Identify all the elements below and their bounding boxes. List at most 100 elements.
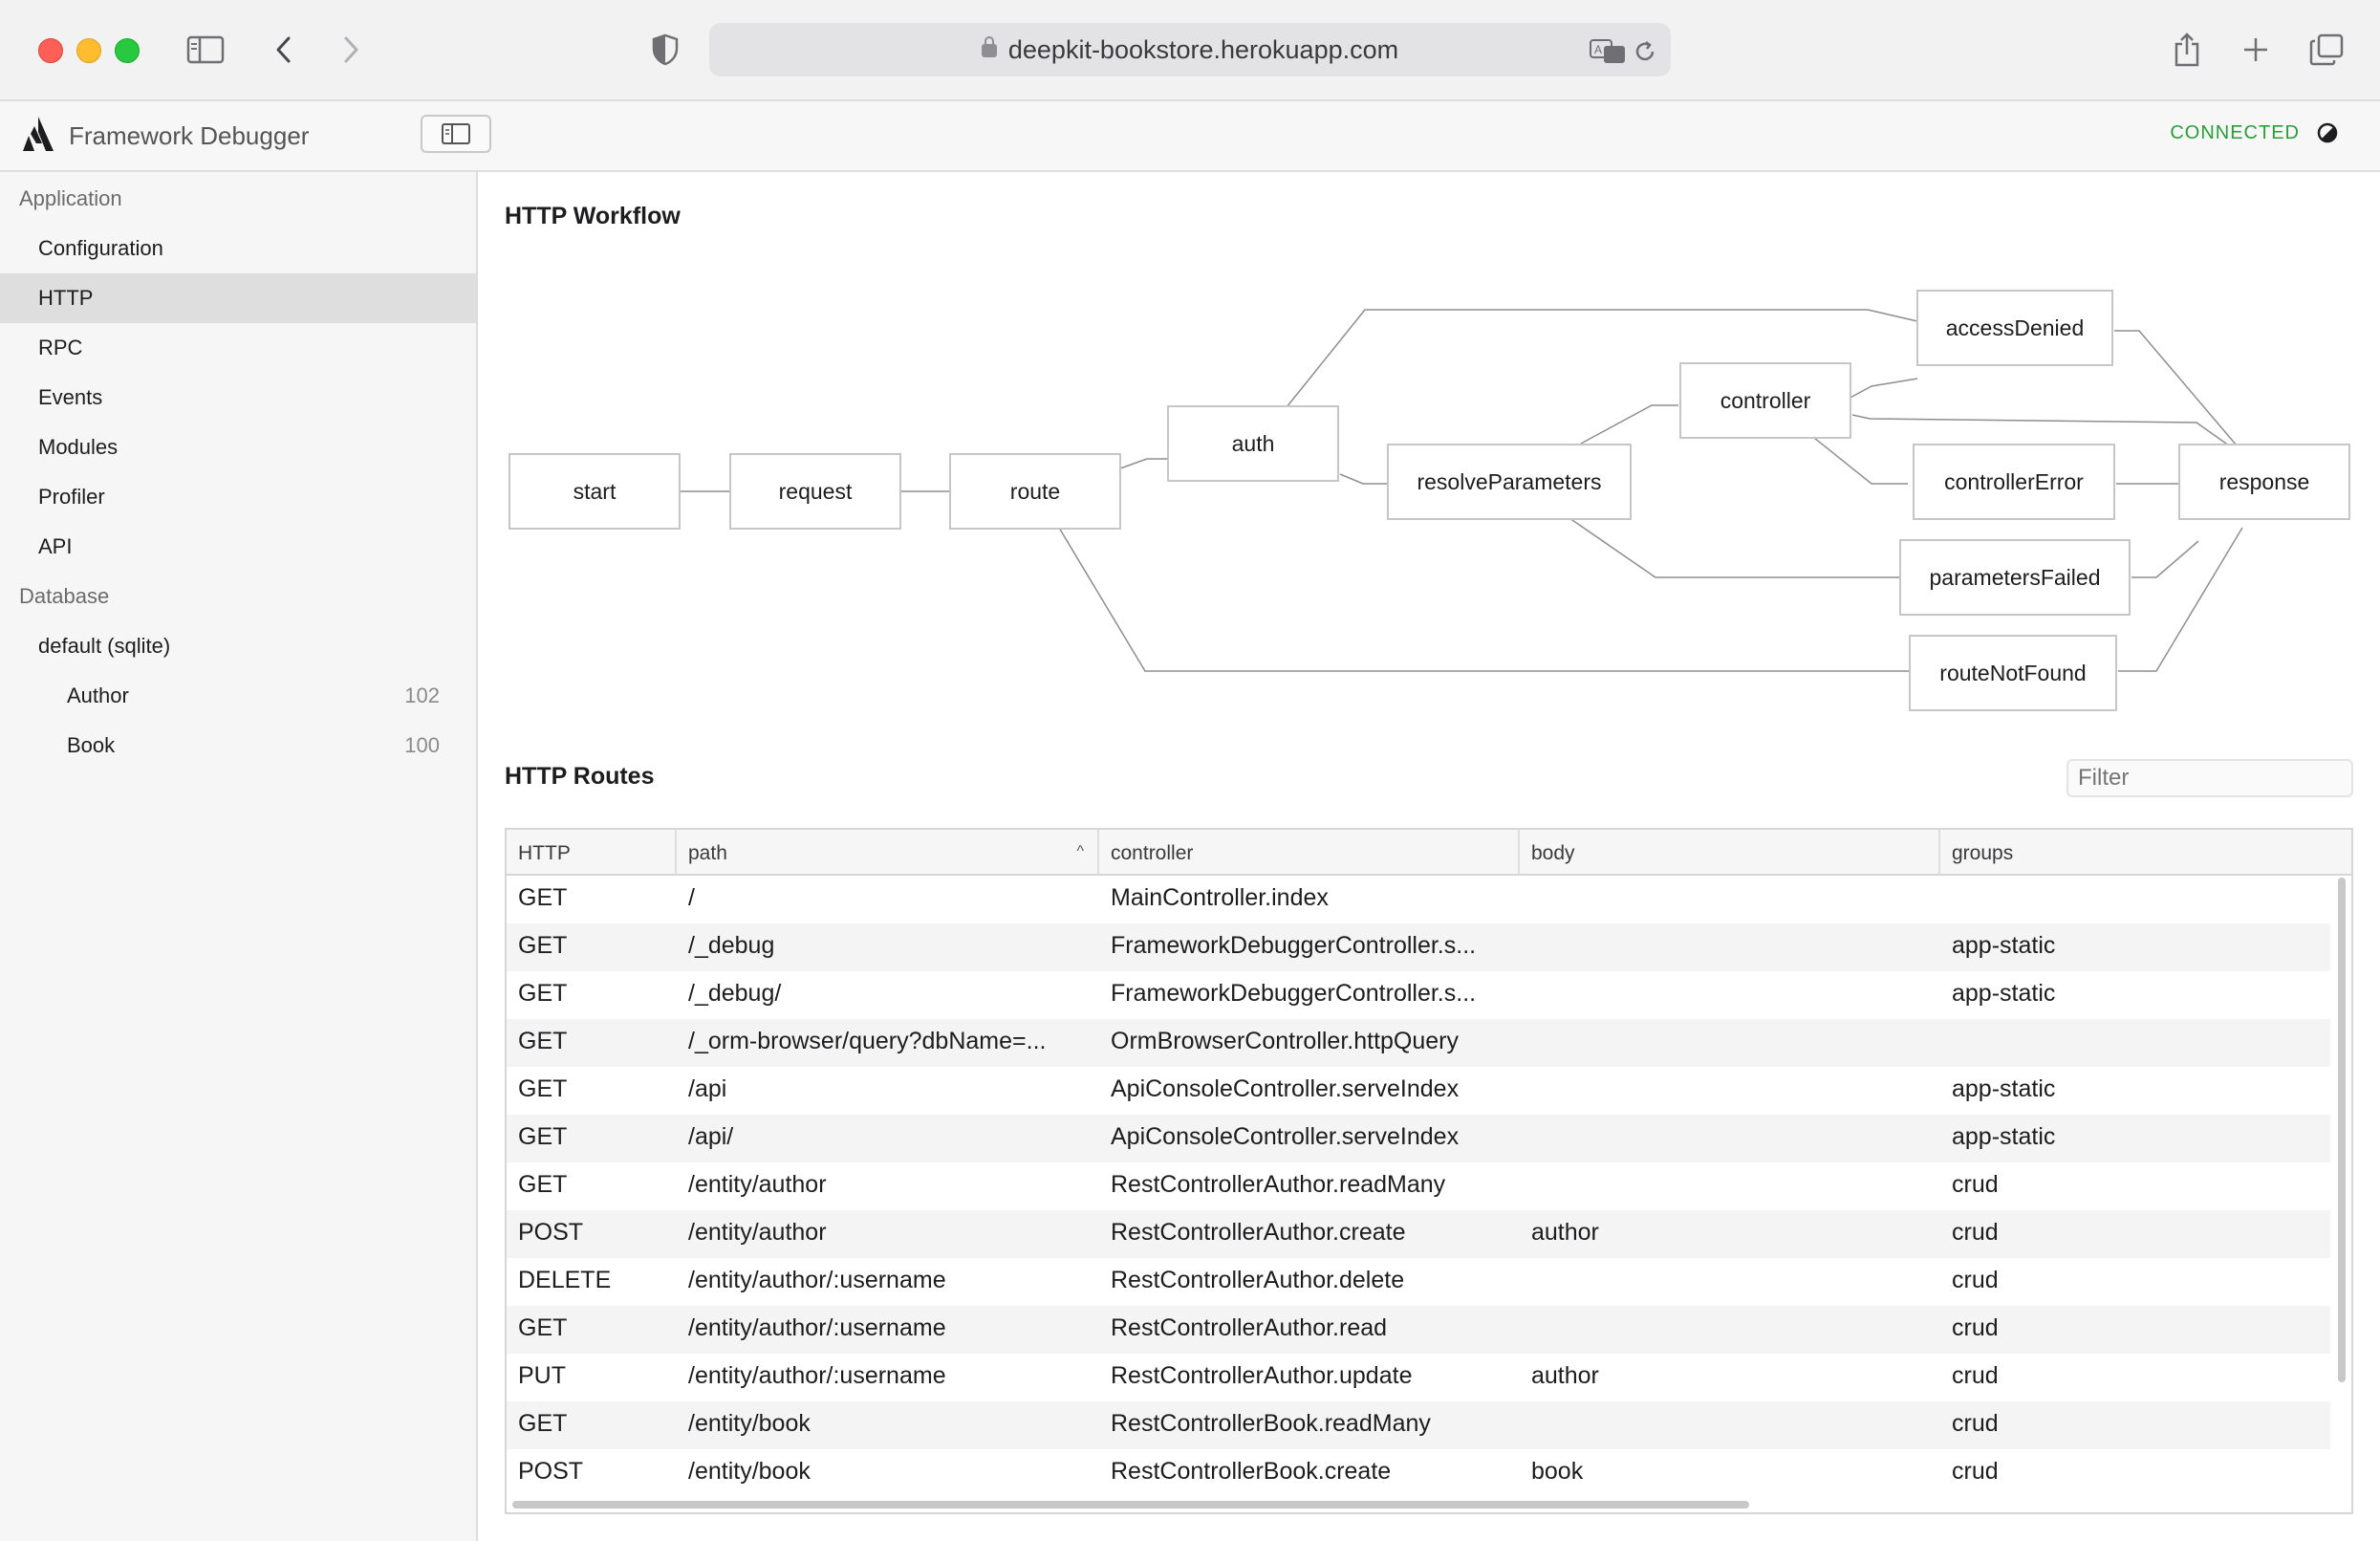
workflow-label-controller: controller	[1720, 388, 1811, 413]
table-cell-http: GET	[518, 1123, 568, 1150]
table-cell-body	[1520, 1306, 1940, 1354]
table-cell-controller: FrameworkDebuggerController.s...	[1111, 932, 1477, 959]
reload-icon[interactable]	[1631, 27, 1659, 76]
tabs-overview-icon[interactable]	[2307, 25, 2346, 75]
table-cell-groups: crud	[1952, 1314, 1999, 1341]
workflow-title: HTTP Workflow	[505, 203, 681, 229]
workflow-node-resolveParameters	[1387, 444, 1632, 520]
close-window-button[interactable]	[38, 38, 63, 63]
workflow-label-auth: auth	[1232, 431, 1275, 456]
workflow-node-controller	[1679, 362, 1851, 439]
sidebar-item-api[interactable]: API	[38, 534, 73, 558]
address-bar[interactable]: deepkit-bookstore.herokuapp.com A	[709, 23, 1671, 76]
share-icon[interactable]	[2170, 25, 2204, 75]
routes-table-header: HTTP path^ controller body groups	[507, 830, 2351, 876]
table-cell-body: author	[1531, 1219, 1599, 1246]
http-workflow-diagram: start request route auth resolveParamete…	[508, 290, 2350, 711]
table-row[interactable]: PUT/entity/author/:username RestControlle…	[507, 1354, 2330, 1401]
sidebar-group-database: Database	[19, 584, 110, 608]
table-cell-http: GET	[518, 1028, 568, 1054]
table-cell-controller: RestControllerAuthor.delete	[1111, 1267, 1405, 1293]
table-cell-body	[1520, 1019, 1940, 1067]
column-header-controller[interactable]: controller	[1099, 830, 1520, 874]
workflow-edges	[681, 309, 2243, 672]
table-cell-controller: RestControllerAuthor.create	[1111, 1219, 1406, 1246]
back-icon[interactable]	[270, 25, 298, 75]
table-cell-controller: MainController.index	[1111, 884, 1329, 911]
table-row[interactable]: GET/_orm-browser/query?dbName=...OrmBrow…	[507, 1019, 2330, 1067]
workflow-node-controllerError	[1913, 444, 2115, 520]
horizontal-scrollbar[interactable]	[512, 1501, 1749, 1508]
table-cell-path: /entity/author/:username	[688, 1362, 946, 1389]
table-cell-body: book	[1531, 1458, 1584, 1485]
shield-icon[interactable]	[648, 25, 682, 75]
table-cell-http: POST	[518, 1458, 584, 1485]
table-row[interactable]: GET/MainController.index	[507, 876, 2330, 923]
table-cell-body	[1520, 1067, 1940, 1115]
table-cell-path: /_debug	[688, 932, 775, 959]
translate-icon[interactable]: A	[1589, 27, 1627, 76]
workflow-label-controllerError: controllerError	[1944, 469, 2084, 494]
table-cell-groups: app-static	[1952, 932, 2056, 959]
table-cell-path: /api/	[688, 1123, 734, 1150]
sidebar-group-application: Application	[19, 186, 122, 210]
sidebar-item-profiler[interactable]: Profiler	[38, 485, 105, 509]
toggle-sidebar-button[interactable]	[421, 115, 491, 153]
app-title: Framework Debugger	[69, 121, 310, 150]
vertical-scrollbar[interactable]	[2338, 878, 2346, 1382]
table-cell-body	[1520, 971, 1940, 1019]
table-cell-body	[1520, 1115, 1940, 1162]
table-cell-http: GET	[518, 980, 568, 1007]
workflow-label-parametersFailed: parametersFailed	[1930, 565, 2101, 590]
table-cell-http: GET	[518, 1410, 568, 1437]
sidebar-item-rpc[interactable]: RPC	[38, 336, 83, 359]
table-cell-controller: RestControllerAuthor.update	[1111, 1362, 1413, 1389]
workflow-node-request	[729, 453, 901, 530]
minimize-window-button[interactable]	[76, 38, 101, 63]
table-cell-path: /entity/book	[688, 1410, 811, 1437]
deepkit-logo-icon	[21, 115, 55, 160]
sidebar-item-configuration[interactable]: Configuration	[38, 236, 163, 260]
new-tab-icon[interactable]	[2239, 25, 2273, 75]
sort-ascending-icon: ^	[1076, 843, 1084, 859]
sidebar-item-events[interactable]: Events	[38, 385, 103, 409]
table-row[interactable]: GET/_debug/FrameworkDebuggerController.s…	[507, 971, 2330, 1019]
workflow-label-response: response	[2219, 469, 2310, 494]
zoom-window-button[interactable]	[115, 38, 140, 63]
workflow-node-parametersFailed	[1899, 539, 2131, 616]
column-header-groups[interactable]: groups	[1952, 842, 2014, 864]
workflow-node-route	[949, 453, 1121, 530]
svg-text:A: A	[1594, 43, 1602, 56]
workflow-label-request: request	[779, 479, 853, 504]
column-header-http[interactable]: HTTP	[507, 830, 677, 874]
sidebar-item-modules[interactable]: Modules	[38, 435, 119, 459]
sidebar-item-default-sqlite[interactable]: default (sqlite)	[38, 634, 171, 658]
table-cell-controller: ApiConsoleController.serveIndex	[1111, 1075, 1460, 1102]
table-cell-controller: RestControllerAuthor.read	[1111, 1314, 1388, 1341]
table-cell-groups: app-static	[1952, 980, 2056, 1007]
sidebar-item-http[interactable]: HTTP	[0, 273, 476, 323]
table-cell-path: /_orm-browser/query?dbName=...	[688, 1028, 1047, 1054]
theme-toggle-icon[interactable]	[2317, 122, 2338, 143]
sidebar-icon[interactable]	[184, 25, 227, 75]
forward-icon[interactable]	[336, 25, 365, 75]
book-count: 100	[404, 733, 440, 757]
connection-status-label: CONNECTED	[2170, 122, 2300, 143]
column-header-path[interactable]: path^	[677, 830, 1099, 874]
table-cell-http: GET	[518, 1171, 568, 1198]
routes-filter-input[interactable]	[2066, 759, 2353, 797]
table-cell-http: PUT	[518, 1362, 566, 1389]
column-header-body[interactable]: body	[1520, 830, 1940, 874]
table-cell-groups: crud	[1952, 1458, 1999, 1485]
